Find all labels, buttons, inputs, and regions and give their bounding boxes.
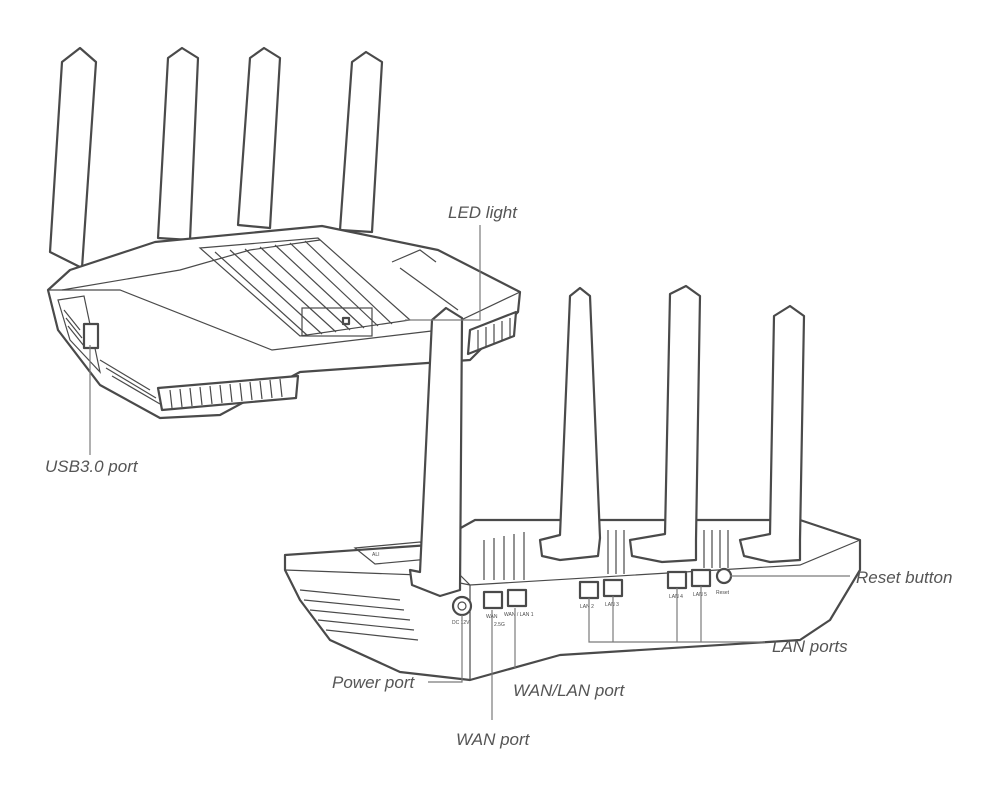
power-port	[451, 595, 473, 617]
lan3-port-jack	[602, 578, 624, 598]
lan5-label: LAN 5	[693, 592, 707, 598]
led-indicator	[341, 316, 351, 326]
led-leader	[405, 225, 481, 321]
rear-router: ALI	[283, 284, 862, 682]
callout-reset-button: Reset button	[856, 568, 952, 587]
callout-power-port: Power port	[332, 673, 415, 692]
front-router	[46, 46, 522, 420]
lan5-port-jack	[690, 568, 712, 588]
front-antenna-1	[48, 46, 98, 270]
front-bottom-vents	[169, 378, 283, 409]
rear-antenna-2	[538, 286, 602, 562]
usb-port-slot	[82, 322, 100, 350]
rear-side-vents	[299, 589, 419, 641]
svg-text:ALI: ALI	[372, 552, 380, 558]
rear-antenna-1	[408, 306, 464, 598]
lan-leader	[588, 598, 765, 643]
reset-label: Reset	[716, 590, 730, 596]
front-top-vents	[214, 240, 393, 337]
wan-lan-port-jack	[506, 588, 528, 608]
wan-lan1-jack-label: WAN / LAN 1	[504, 612, 534, 618]
lan2-port-jack	[578, 580, 600, 600]
callout-lan-ports: LAN ports	[772, 637, 848, 656]
callout-wan-lan-port: WAN/LAN port	[513, 681, 625, 700]
callout-wan-port: WAN port	[456, 730, 531, 749]
reset-button	[715, 567, 733, 585]
front-antenna-2	[156, 46, 200, 242]
front-side-vents	[63, 309, 161, 405]
callouts: LED light USB3.0 port Reset button LAN p…	[45, 203, 952, 749]
rear-antenna-4	[738, 304, 806, 564]
leader-lines	[89, 225, 850, 720]
callout-led-light: LED light	[448, 203, 518, 222]
rear-antenna-3	[628, 284, 702, 564]
lan4-label: LAN 4	[669, 594, 683, 600]
front-led-window	[301, 307, 373, 337]
lan2-label: LAN 2	[580, 604, 594, 610]
front-antenna-4	[338, 50, 384, 234]
wan-port-jack	[482, 590, 504, 610]
front-antenna-3	[236, 46, 282, 230]
lan4-port-jack	[666, 570, 688, 590]
rear-vents	[483, 530, 729, 580]
lan3-label: LAN 3	[605, 602, 619, 608]
speed-label: 2.5G	[494, 622, 505, 628]
callout-usb-port: USB3.0 port	[45, 457, 139, 476]
power-leader	[428, 615, 463, 683]
dc-label: DC 12V	[452, 620, 470, 626]
